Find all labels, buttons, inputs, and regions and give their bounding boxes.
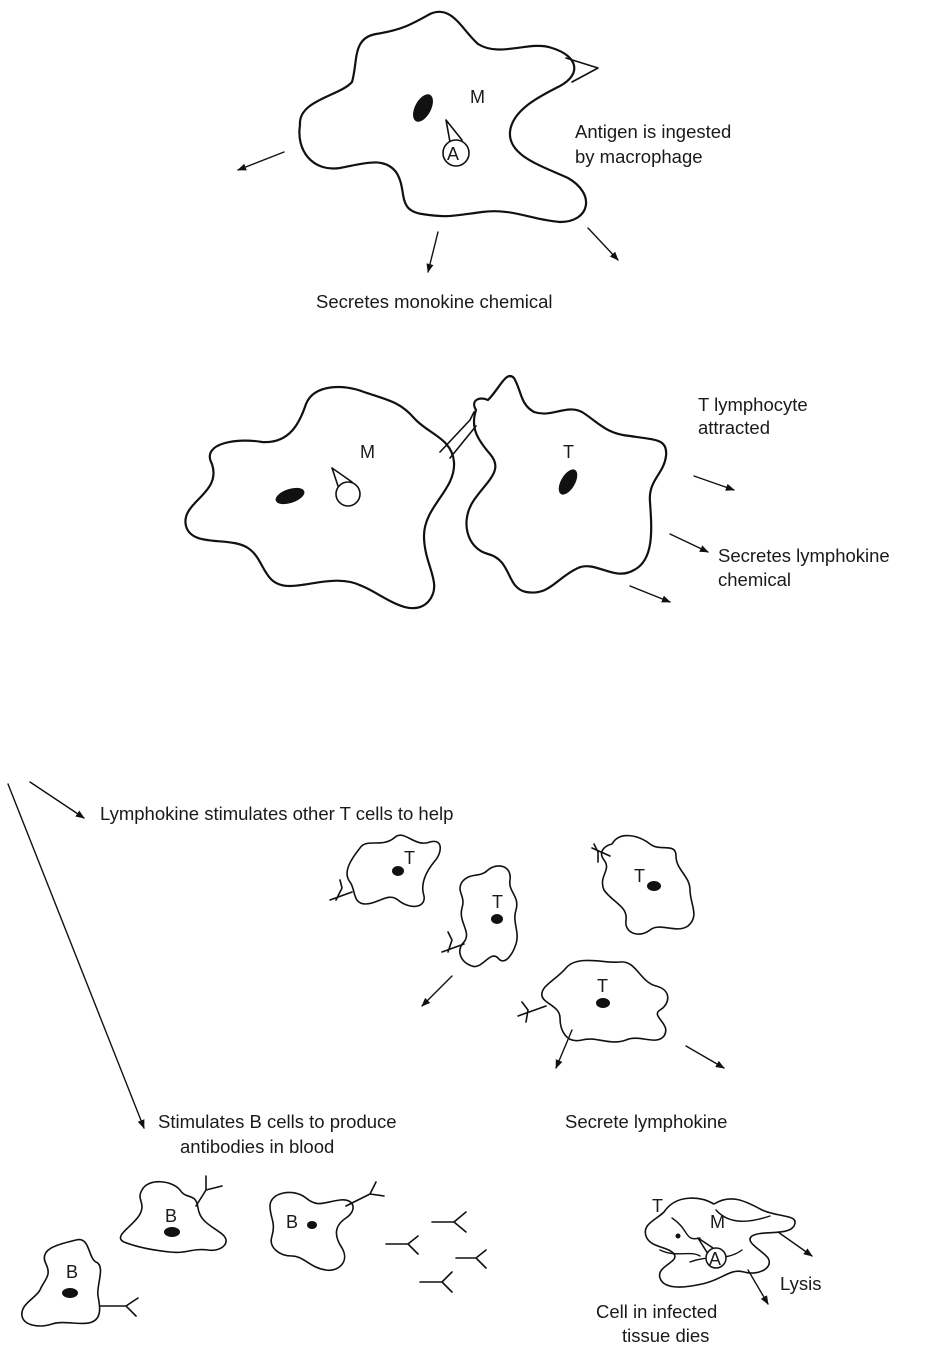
caption-ingested-line2: by macrophage — [575, 146, 703, 167]
t-cell-label: T — [597, 976, 608, 996]
secretion-arrow — [693, 475, 735, 491]
nucleus — [491, 914, 503, 924]
secretion-arrow — [426, 231, 439, 273]
b-cell-label: B — [286, 1212, 298, 1232]
free-antibody — [419, 1271, 453, 1293]
macrophage-label: M — [470, 87, 485, 107]
antibody-receptor — [99, 1297, 139, 1317]
macrophage-cell — [298, 10, 588, 224]
nucleus — [307, 1221, 317, 1229]
macrophage-cell — [184, 386, 456, 610]
lysis-arrow — [747, 1269, 769, 1305]
antibody-receptor — [591, 843, 611, 863]
t-cell-label: T — [563, 442, 574, 462]
stage-3-t-cell-recruitment: Lymphokine stimulates other T cells to h… — [7, 781, 727, 1132]
t-cell-label: T — [404, 848, 415, 868]
caption-lysis: Lysis — [780, 1273, 821, 1294]
caption-b-cells-line1: Stimulates B cells to produce — [158, 1111, 397, 1132]
secretion-arrow — [669, 533, 709, 553]
b-cell-label: B — [165, 1206, 177, 1226]
nucleus — [164, 1227, 180, 1237]
nucleus — [392, 866, 404, 876]
nucleus — [596, 998, 610, 1008]
caption-secretes-lymphokine-line2: chemical — [718, 569, 791, 590]
infected-tissue-cell — [644, 1197, 796, 1288]
nucleus — [558, 469, 578, 495]
antibody-receptor — [329, 879, 353, 901]
nucleus — [62, 1288, 78, 1298]
antibody-receptor — [441, 931, 465, 953]
caption-secrete-lymphokine: Secrete lymphokine — [565, 1111, 727, 1132]
phagosome-stalk — [445, 119, 463, 143]
nucleus — [413, 94, 433, 122]
lysis-arrow — [777, 1231, 813, 1257]
caption-cell-dies-line1: Cell in infected — [596, 1301, 717, 1322]
secretion-arrow — [237, 151, 285, 171]
secretion-arrow — [685, 1045, 725, 1069]
antibody-receptor — [517, 1001, 547, 1023]
caption-ingested-line1: Antigen is ingested — [575, 121, 731, 142]
receptor-link — [439, 411, 477, 459]
antigen-vesicle — [335, 481, 361, 507]
antigen-vesicle — [442, 139, 470, 167]
stage-1-antigen-ingestion: M A Antigen is ingested by macrophage Se… — [237, 10, 731, 312]
free-antibody — [431, 1211, 467, 1233]
antigen-label: A — [447, 144, 459, 164]
free-antibody — [385, 1235, 419, 1255]
nucleus — [675, 1233, 681, 1239]
secretion-arrow — [629, 585, 671, 603]
caption-secretes-monokine: Secretes monokine chemical — [316, 291, 553, 312]
caption-attracted-line2: attracted — [698, 417, 770, 438]
lysis-m-label: M — [710, 1212, 725, 1232]
b-cell-label: B — [66, 1262, 78, 1282]
nucleus — [275, 487, 305, 505]
pseudopod — [565, 57, 599, 83]
caption-attracted-line1: T lymphocyte — [698, 394, 808, 415]
secretion-arrow — [555, 1029, 573, 1069]
stage-4-b-cells-and-lysis: Stimulates B cells to produce antibodies… — [21, 1111, 821, 1346]
caption-stimulates-t-cells: Lymphokine stimulates other T cells to h… — [100, 803, 453, 824]
stage-2-t-lymphocyte-attracted: M T T lymphocyte attracted Secretes lymp… — [184, 375, 890, 610]
b-cell — [119, 1180, 227, 1254]
short-arrow-to-t-cells — [29, 781, 85, 819]
lysis-t-label: T — [652, 1196, 663, 1216]
t-cell-label: T — [634, 866, 645, 886]
antibody-receptor — [195, 1175, 223, 1207]
helper-t-cell — [459, 865, 518, 968]
caption-b-cells-line2: antibodies in blood — [180, 1136, 334, 1157]
long-arrow-to-b-cells — [7, 783, 145, 1129]
secretion-arrow — [421, 975, 453, 1007]
secretion-arrow — [587, 227, 619, 261]
b-cell — [269, 1191, 354, 1272]
free-antibody — [455, 1249, 487, 1269]
nucleus — [647, 881, 661, 891]
t-cell-label: T — [492, 892, 503, 912]
macrophage-label: M — [360, 442, 375, 462]
b-cell — [21, 1238, 102, 1327]
caption-secretes-lymphokine-line1: Secretes lymphokine — [718, 545, 890, 566]
antibody-receptor — [345, 1181, 385, 1207]
lysis-wrinkle — [659, 1209, 771, 1263]
phagosome-stalk — [331, 467, 353, 487]
caption-cell-dies-line2: tissue dies — [622, 1325, 709, 1346]
lysis-antigen-label: A — [709, 1249, 721, 1269]
antigen-vesicle — [705, 1247, 727, 1269]
